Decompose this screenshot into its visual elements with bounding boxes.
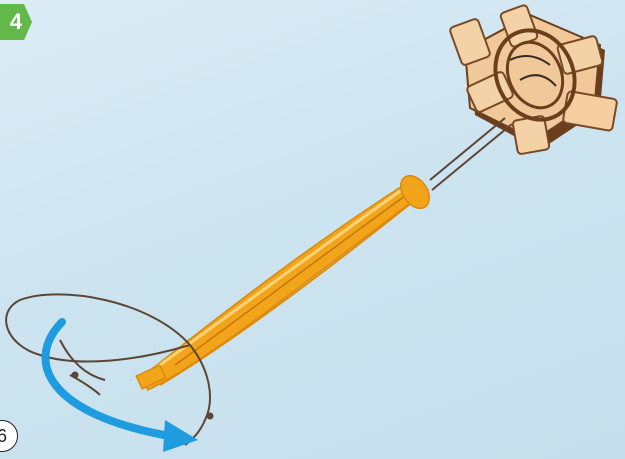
step-number: 4 <box>10 9 22 35</box>
hub-strings <box>430 118 512 190</box>
curved-arrow-icon <box>45 322 198 452</box>
rubber-band-bundle <box>136 170 435 390</box>
wooden-hub <box>449 4 617 154</box>
step-number-badge: 4 <box>0 4 32 40</box>
